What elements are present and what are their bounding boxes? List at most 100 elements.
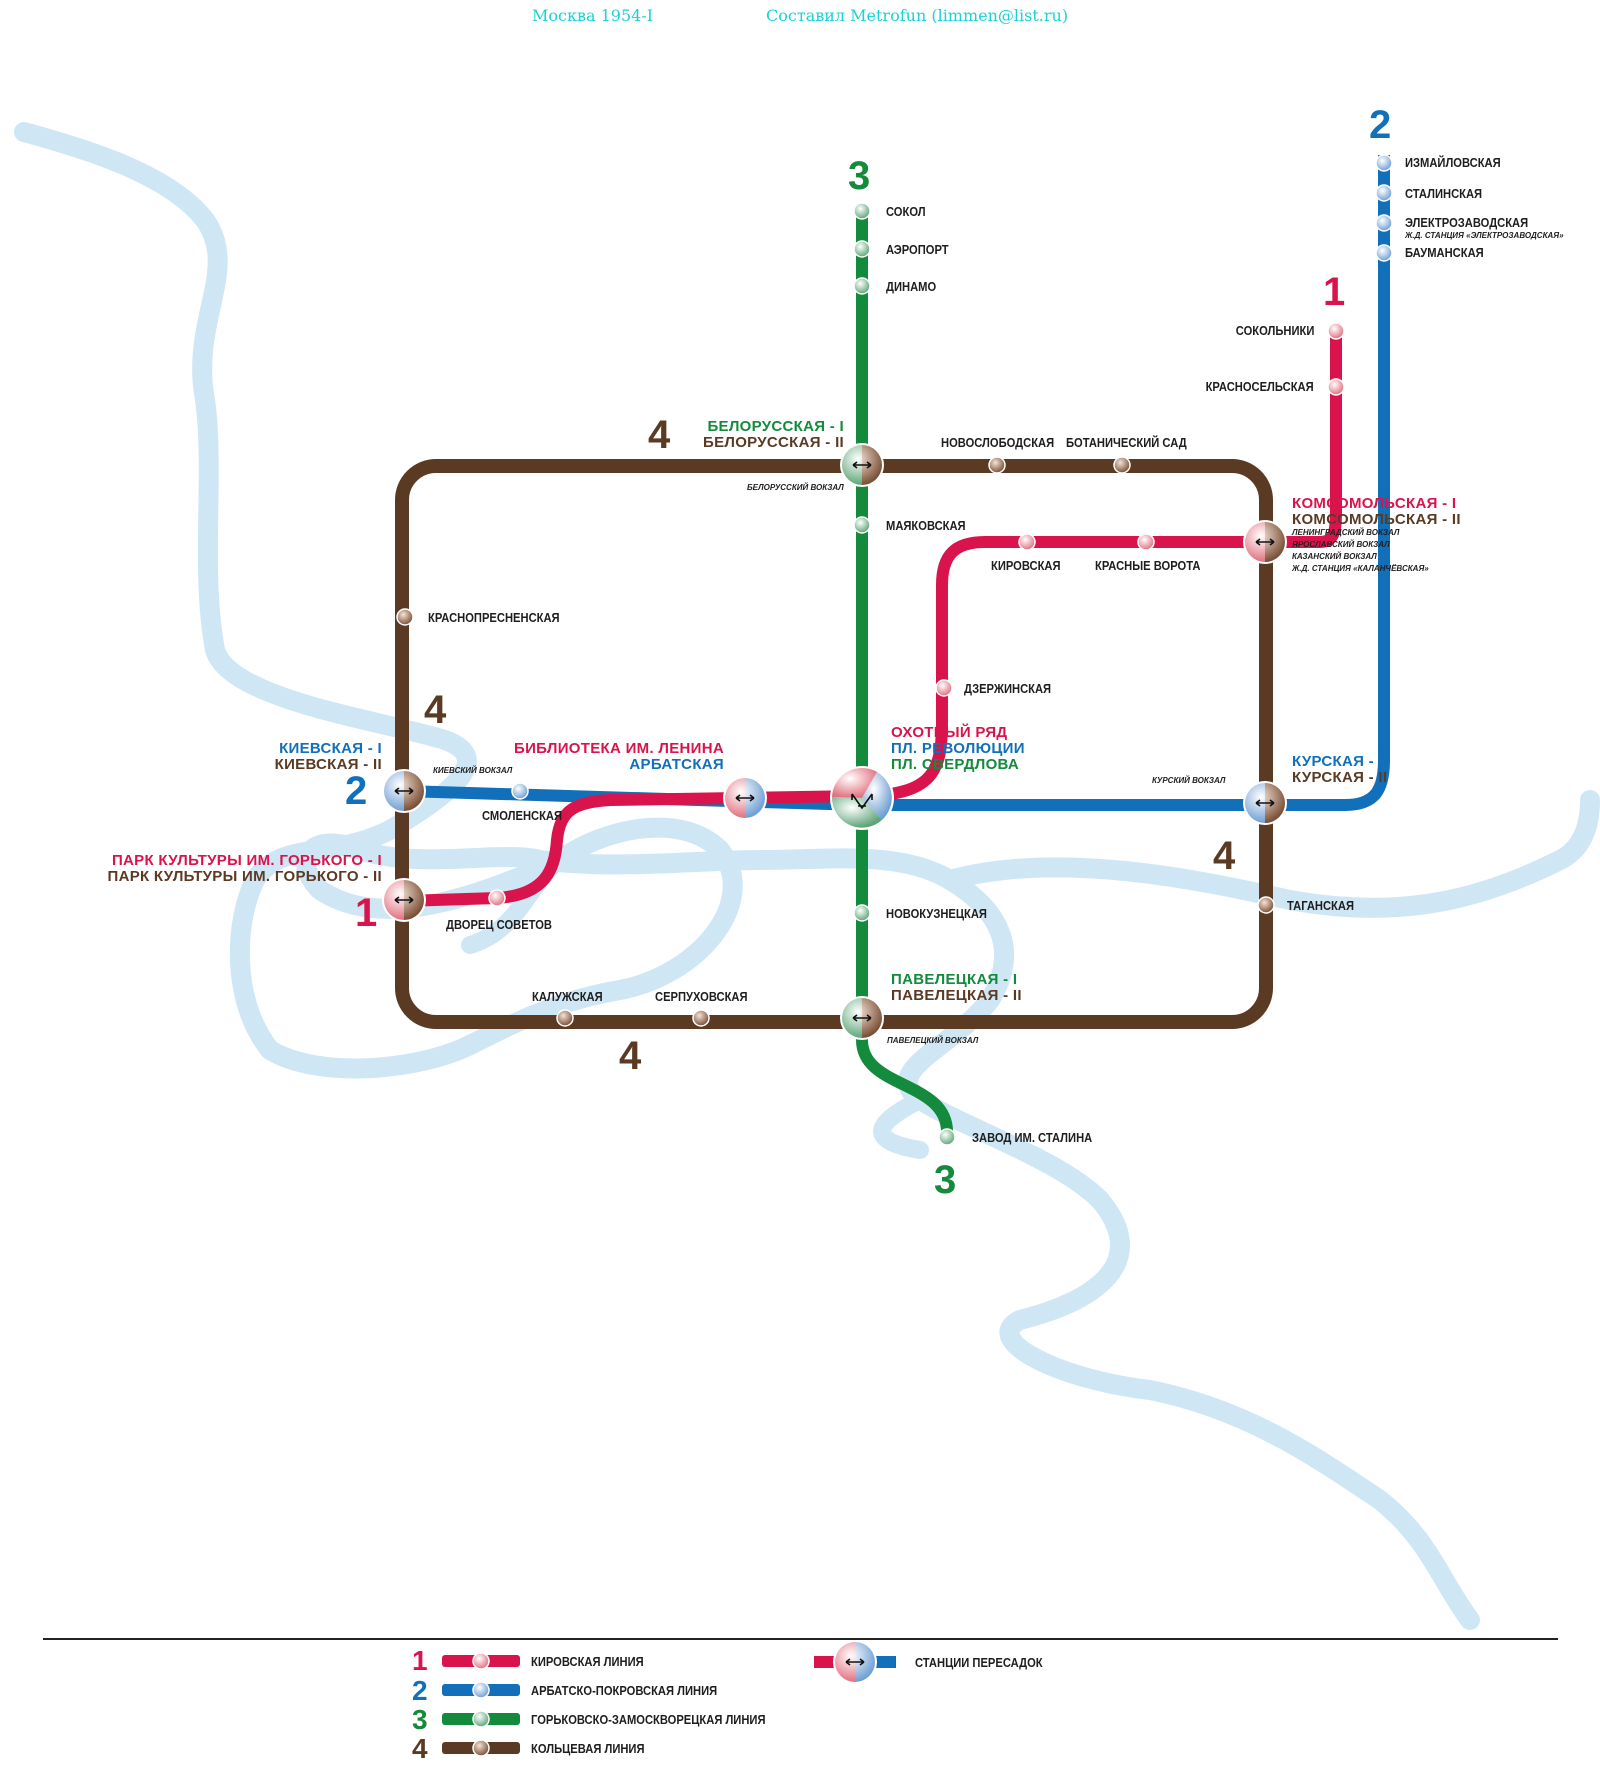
legend-transfer-icon [833, 1640, 877, 1684]
station-dot-dzerzhinskaya[interactable] [935, 679, 953, 697]
transfer-icon-kievskaya[interactable] [382, 769, 426, 813]
station-stalinskaya[interactable]: СТАЛИНСКАЯ [1405, 186, 1483, 201]
station-krasnoselskaya[interactable]: КРАСНОСЕЛЬСКАЯ [1205, 379, 1314, 394]
station-novokuznetskaya[interactable]: НОВОКУЗНЕЦКАЯ [886, 906, 987, 921]
station-smolenskaya[interactable]: СМОЛЕНСКАЯ [482, 808, 563, 823]
station-dot-smolenskaya[interactable] [511, 782, 529, 800]
station-botanicheskiy[interactable]: БОТАНИЧЕСКИЙ САД [1066, 435, 1187, 450]
station-dot-baumanskaya[interactable] [1375, 244, 1393, 262]
station-aeroport[interactable]: АЭРОПОРТ [886, 242, 949, 257]
station-krasnopresnenskaya[interactable]: КРАСНОПРЕСНЕНСКАЯ [428, 610, 560, 625]
transfer-biblioteka[interactable]: БИБЛИОТЕКА ИМ. ЛЕНИНА [514, 740, 724, 757]
legend-num-4: 4 [412, 1733, 428, 1764]
transfer-komsomolskaya-note1: ЛЕНИНГРАДСКИЙ ВОКЗАЛ [1292, 528, 1400, 537]
station-dot-taganskaya[interactable] [1257, 896, 1275, 914]
transfer-pl-revolyutsii[interactable]: ПЛ. РЕВОЛЮЦИИ [891, 740, 1025, 757]
station-dot-stalinskaya[interactable] [1375, 184, 1393, 202]
transfer-paveletskaya-note: ПАВЕЛЕЦКИЙ ВОКЗАЛ [887, 1036, 979, 1045]
transfer-okhotny[interactable]: ОХОТНЫЙ РЯД [891, 724, 1008, 741]
legend-transfer-label: СТАНЦИИ ПЕРЕСАДОК [915, 1655, 1043, 1670]
station-dot-sokolniki[interactable] [1327, 322, 1345, 340]
transfer-belorusskaya-1[interactable]: БЕЛОРУССКАЯ - I [707, 418, 844, 435]
station-dot-kaluzhskaya[interactable] [556, 1009, 574, 1027]
transfer-kievskaya-note: КИЕВСКИЙ ВОКЗАЛ [433, 766, 513, 775]
transfer-icon-belorusskaya[interactable] [840, 443, 884, 487]
legend-station-dot-1 [472, 1652, 490, 1670]
transfer-park-2[interactable]: ПАРК КУЛЬТУРЫ ИМ. ГОРЬКОГО - II [107, 868, 382, 885]
transfer-arbatskaya[interactable]: АРБАТСКАЯ [629, 756, 724, 773]
station-dot-sokol[interactable] [853, 202, 871, 220]
line3-number-bottom: 3 [934, 1158, 957, 1202]
station-dot-novokuznetskaya[interactable] [853, 904, 871, 922]
legend-rule [43, 1638, 1558, 1640]
station-dot-novoslobodskaya[interactable] [988, 456, 1006, 474]
transfer-park-1[interactable]: ПАРК КУЛЬТУРЫ ИМ. ГОРЬКОГО - I [111, 852, 382, 869]
station-dot-aeroport[interactable] [853, 240, 871, 258]
line1-track [403, 330, 1342, 907]
transfer-icon-okhotny-ryad-hub[interactable] [830, 766, 894, 830]
transfer-kurskaya-note: КУРСКИЙ ВОКЗАЛ [1152, 776, 1226, 785]
station-sokol[interactable]: СОКОЛ [886, 204, 926, 219]
transfer-icon-park-kultury[interactable] [382, 878, 426, 922]
station-novoslobodskaya[interactable]: НОВОСЛОБОДСКАЯ [941, 435, 1055, 450]
station-dot-dvorets-sovetov[interactable] [488, 889, 506, 907]
station-zavod-stalina[interactable]: ЗАВОД ИМ. СТАЛИНА [972, 1130, 1093, 1145]
station-kirovskaya[interactable]: КИРОВСКАЯ [991, 558, 1061, 573]
transfer-kurskaya-1[interactable]: КУРСКАЯ - I [1292, 753, 1383, 770]
station-dot-zavod-stalina[interactable] [938, 1128, 956, 1146]
transfer-icon-biblioteka-arbatskaya[interactable] [723, 776, 767, 820]
line4-number-top: 4 [648, 413, 671, 457]
legend-label-2: АРБАТСКО-ПОКРОВСКАЯ ЛИНИЯ [531, 1683, 718, 1698]
station-dinamo[interactable]: ДИНАМО [886, 279, 937, 294]
transfer-paveletskaya-2[interactable]: ПАВЕЛЕЦКАЯ - II [891, 987, 1022, 1004]
station-baumanskaya[interactable]: БАУМАНСКАЯ [1405, 245, 1484, 260]
station-dot-serpukhovskaya[interactable] [692, 1009, 710, 1027]
legend-num-3: 3 [412, 1704, 428, 1735]
station-dvorets-sovetov[interactable]: ДВОРЕЦ СОВЕТОВ [446, 917, 552, 932]
station-dot-krasnopresnenskaya[interactable] [396, 608, 414, 626]
transfer-pl-sverdlova[interactable]: ПЛ. СВЕРДЛОВА [891, 756, 1020, 773]
station-elektrozavodskaya[interactable]: ЭЛЕКТРОЗАВОДСКАЯ [1405, 215, 1529, 230]
legend-station-dot-2 [472, 1681, 490, 1699]
station-kaluzhskaya[interactable]: КАЛУЖСКАЯ [532, 989, 603, 1004]
station-dot-mayakovskaya[interactable] [853, 516, 871, 534]
station-dot-dinamo[interactable] [853, 277, 871, 295]
transfer-komsomolskaya-note2: ЯРОСЛАВСКИЙ ВОКЗАЛ [1292, 540, 1390, 549]
transfer-komsomolskaya-1[interactable]: КОМСОМОЛЬСКАЯ - I [1292, 495, 1457, 512]
station-serpukhovskaya[interactable]: СЕРПУХОВСКАЯ [655, 989, 748, 1004]
station-dot-krasnoselskaya[interactable] [1327, 378, 1345, 396]
map-title: Москва 1954-I [532, 6, 654, 25]
station-dot-elektrozavodskaya[interactable] [1375, 214, 1393, 232]
station-dot-botanicheskiy[interactable] [1113, 456, 1131, 474]
station-izmaylovskaya[interactable]: ИЗМАЙЛОВСКАЯ [1405, 155, 1501, 170]
transfer-icon-paveletskaya[interactable] [840, 996, 884, 1040]
station-dzerzhinskaya[interactable]: ДЗЕРЖИНСКАЯ [964, 681, 1052, 696]
transfer-belorusskaya-2[interactable]: БЕЛОРУССКАЯ - II [702, 434, 844, 451]
transfer-kievskaya-2[interactable]: КИЕВСКАЯ - II [274, 756, 382, 773]
transfer-icon-komsomolskaya[interactable] [1243, 520, 1287, 564]
line4-ring [395, 459, 1273, 1029]
station-dot-krasnye-vorota[interactable] [1137, 533, 1155, 551]
transfer-kurskaya-2[interactable]: КУРСКАЯ - II [1292, 769, 1388, 786]
station-krasnye-vorota[interactable]: КРАСНЫЕ ВОРОТА [1095, 558, 1201, 573]
station-mayakovskaya[interactable]: МАЯКОВСКАЯ [886, 518, 966, 533]
station-dot-izmaylovskaya[interactable] [1375, 154, 1393, 172]
legend-station-dot-4 [472, 1739, 490, 1757]
transfer-kievskaya-1[interactable]: КИЕВСКАЯ - I [279, 740, 382, 757]
legend-num-1: 1 [412, 1645, 428, 1676]
station-taganskaya[interactable]: ТАГАНСКАЯ [1287, 898, 1354, 913]
legend-label-1: КИРОВСКАЯ ЛИНИЯ [531, 1654, 644, 1669]
line4-number-bottom: 4 [619, 1034, 642, 1078]
legend-station-dot-3 [472, 1710, 490, 1728]
transfer-komsomolskaya-2[interactable]: КОМСОМОЛЬСКАЯ - II [1292, 511, 1461, 528]
line4-number-left: 4 [424, 688, 447, 732]
line3-track [856, 210, 954, 1136]
transfer-icon-kurskaya[interactable] [1243, 781, 1287, 825]
author-credit: Составил Metrofun (limmen@list.ru) [766, 6, 1069, 25]
station-sokolniki[interactable]: СОКОЛЬНИКИ [1235, 323, 1314, 338]
station-dot-kirovskaya[interactable] [1018, 533, 1036, 551]
legend-label-3: ГОРЬКОВСКО-ЗАМОСКВОРЕЦКАЯ ЛИНИЯ [531, 1712, 766, 1727]
transfer-komsomolskaya-note4: Ж.Д. СТАНЦИЯ «КАЛАНЧЁВСКАЯ» [1292, 564, 1429, 573]
transfer-paveletskaya-1[interactable]: ПАВЕЛЕЦКАЯ - I [891, 971, 1018, 988]
